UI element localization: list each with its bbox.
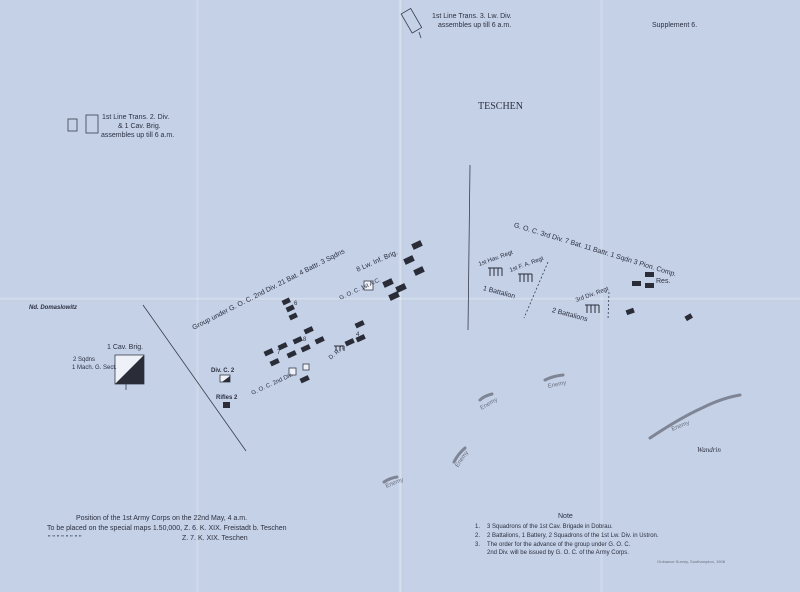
supplement-label: Supplement 6. — [652, 22, 698, 29]
infantry-unit — [382, 278, 394, 288]
boundary-line — [467, 164, 471, 331]
transport-box-icon — [85, 114, 99, 134]
note-title: Note — [558, 513, 573, 520]
cav-brig-label: 1 Cav. Brig. — [107, 344, 144, 351]
infantry-unit — [286, 350, 297, 359]
place-domaslowitz: Nd. Domaslowitz — [29, 305, 78, 311]
infantry-unit — [281, 297, 291, 306]
enemy-position — [452, 446, 467, 464]
infantry-unit — [285, 304, 295, 313]
paper-fold — [196, 0, 199, 592]
infantry-unit — [314, 336, 325, 345]
infantry-units — [263, 240, 693, 384]
transport-box-icon — [400, 7, 423, 34]
infantry-unit — [411, 240, 423, 250]
hq-flag-icon — [288, 367, 297, 376]
regiment-marker — [518, 273, 533, 282]
note-num: 3. — [475, 542, 481, 548]
reserve-label: Res. — [656, 278, 671, 285]
place-wandrin: Wandrin — [697, 446, 721, 454]
enemy-position — [543, 373, 565, 382]
legend-left-line3: assembles up till 6 a.m. — [101, 132, 175, 139]
boundary-line — [142, 304, 247, 452]
unit-number: 7 — [277, 350, 281, 356]
infantry-unit — [403, 255, 415, 265]
reserve-unit — [645, 272, 654, 277]
transport-box-icon — [67, 118, 78, 132]
infantry-unit — [355, 334, 366, 343]
boundary-dashed — [607, 291, 610, 321]
note-num: 2. — [475, 533, 481, 539]
hq-flag-icon — [363, 280, 374, 291]
infantry-unit — [300, 344, 311, 353]
div-c-label: Div. C. 2 — [211, 368, 235, 374]
reserve-unit — [645, 283, 654, 288]
town-label: TESCHEN — [478, 101, 523, 112]
infantry-unit — [292, 336, 303, 345]
rifles-label: Rifles 2 — [216, 395, 238, 401]
regiment-marker — [334, 345, 345, 351]
infantry-unit — [354, 320, 365, 329]
transport-box-pole — [418, 31, 422, 39]
unit-number: 4 — [356, 332, 360, 338]
regiment-marker — [585, 304, 600, 313]
regiment-markers — [334, 267, 600, 351]
caption-line2: To be placed on the special maps 1.50,00… — [47, 525, 287, 532]
legend-left-line1: 1st Line Trans. 2. Div. — [102, 114, 170, 121]
regiment-marker — [488, 267, 503, 276]
enemy-position — [478, 392, 494, 402]
legend-left-line2: & 1 Cav. Brig. — [118, 123, 161, 130]
note-item: 2nd Div. will be issued by G. O. C. of t… — [487, 550, 629, 556]
caption-line3: Z. 7. K. XIX. Teschen — [182, 535, 248, 542]
infantry-unit — [625, 307, 635, 316]
unit-number: 6 — [294, 301, 298, 307]
note-item: 2 Battalions, 1 Battery, 2 Squadrons of … — [487, 533, 659, 539]
paper-fold — [600, 0, 603, 592]
infantry-unit — [413, 266, 425, 276]
flag-unit — [684, 313, 693, 322]
legend-top-line2: assembles up till 6 a.m. — [438, 22, 512, 29]
enemy-position — [382, 475, 399, 484]
caption-line1: Position of the 1st Army Corps on the 22… — [76, 515, 248, 522]
hq-flag-icon — [302, 363, 310, 371]
infantry-unit — [277, 342, 288, 351]
infantry-unit — [388, 291, 400, 301]
caption-ditto: " " " " " " " " — [48, 535, 82, 542]
cavalry-brigade-fill — [115, 355, 144, 384]
paper-fold — [0, 297, 800, 301]
infantry-unit — [288, 312, 298, 321]
cav-mg-label: 1 Mach. G. Sect. — [72, 365, 117, 371]
enemy-position — [648, 393, 742, 440]
infantry-unit — [299, 375, 310, 384]
note-item: 3 Squadrons of the 1st Cav. Brigade in D… — [487, 524, 613, 530]
imprint: Ordnance Survey, Southampton, 1908 — [657, 559, 725, 564]
infantry-unit — [395, 283, 407, 293]
legend-top-line1: 1st Line Trans. 3. Lw. Div. — [432, 13, 512, 20]
infantry-unit — [303, 326, 314, 335]
reserve-unit — [632, 281, 641, 286]
note-num: 1. — [475, 524, 481, 530]
cav-sqdns-label: 2 Sqdns — [73, 357, 96, 363]
unit-number: 8 — [303, 337, 307, 343]
infantry-unit — [344, 338, 355, 347]
boundary-dashed — [523, 261, 549, 319]
note-item: The order for the advance of the group u… — [487, 542, 631, 548]
rifles-icon — [223, 402, 230, 408]
paper-fold — [398, 0, 403, 592]
enemy-positions — [382, 373, 742, 484]
infantry-unit — [269, 358, 280, 367]
div-cavalry-fill — [222, 376, 230, 382]
infantry-unit — [263, 348, 274, 357]
